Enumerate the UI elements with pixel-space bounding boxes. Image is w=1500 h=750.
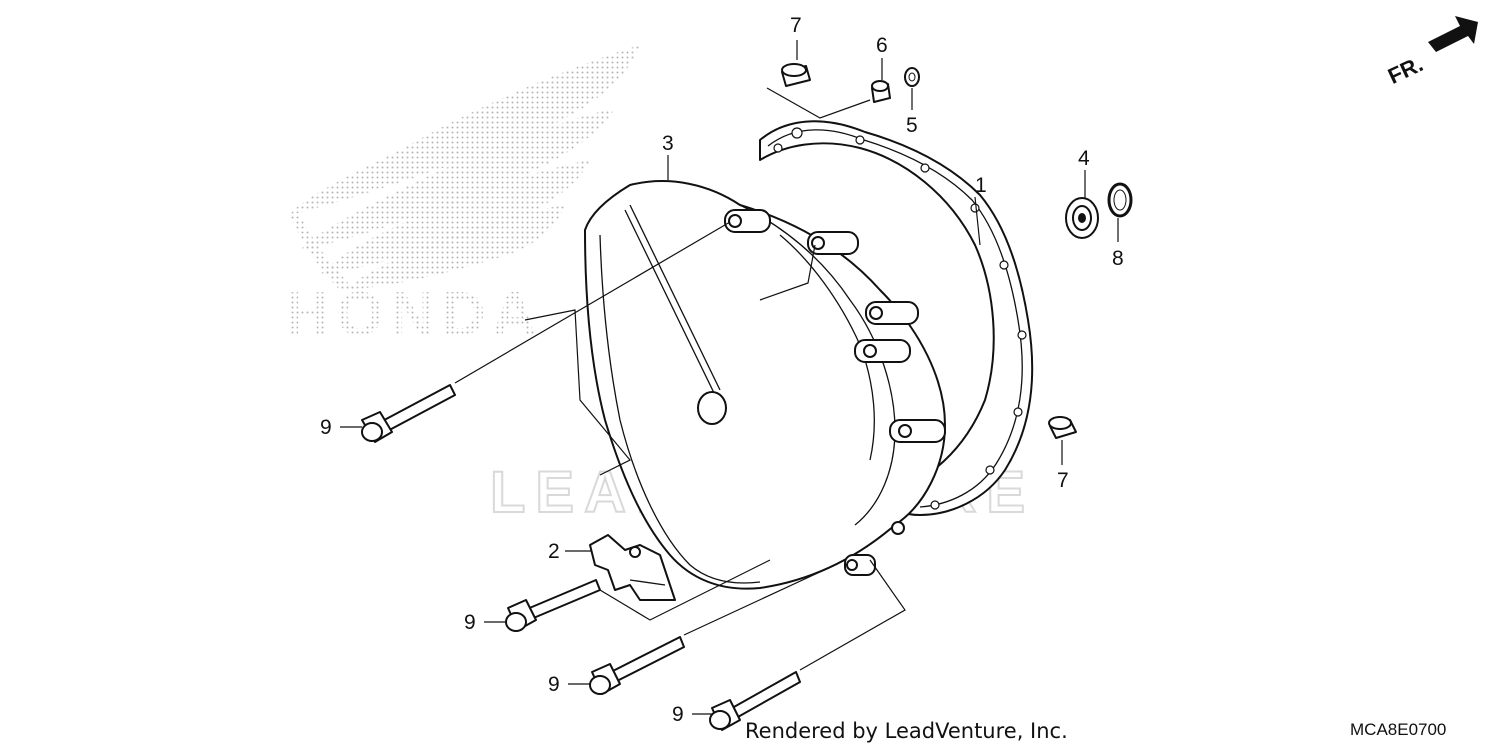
callout-1: 1 xyxy=(975,174,987,197)
callout-8: 8 xyxy=(1112,247,1124,270)
front-direction-label: FR. xyxy=(1384,51,1427,89)
diagram-code: MCA8E0700 xyxy=(1350,720,1446,739)
footer-credit: Rendered by LeadVenture, Inc. xyxy=(745,719,1068,743)
callout-4: 4 xyxy=(1078,147,1090,170)
part-gasket xyxy=(759,120,1034,516)
gasket-bolt-holes xyxy=(773,127,1027,510)
callout-7-right: 7 xyxy=(1057,469,1069,492)
callout-3: 3 xyxy=(662,132,674,155)
callout-6: 6 xyxy=(876,34,888,57)
callout-7-top: 7 xyxy=(790,14,802,37)
part-dowel-top xyxy=(781,63,811,87)
part-dowel-right xyxy=(1048,416,1077,439)
leader-lines xyxy=(340,40,1119,715)
brand-logo-text: HONDA xyxy=(285,280,542,349)
callouts: 1 2 3 4 5 6 7 7 8 9 9 9 9 xyxy=(320,14,1124,726)
front-direction-arrow-icon xyxy=(1428,16,1478,52)
callout-9-lower: 9 xyxy=(548,673,560,696)
part-washer xyxy=(904,67,920,87)
cover-bosses xyxy=(724,209,946,576)
part-bolt-lower xyxy=(589,636,685,695)
part-clip xyxy=(589,534,676,601)
callout-9-upper: 9 xyxy=(320,416,332,439)
part-cover xyxy=(584,180,946,590)
brand-wing-logo xyxy=(290,45,640,290)
callout-9-middle: 9 xyxy=(464,611,476,634)
part-bolt-upper xyxy=(361,384,456,443)
callout-5: 5 xyxy=(906,114,918,137)
part-bolt-bottom xyxy=(709,671,801,731)
callout-2: 2 xyxy=(548,540,560,563)
part-bolt-middle xyxy=(505,579,601,632)
part-circlip xyxy=(1107,182,1133,218)
part-pin xyxy=(871,80,891,103)
callout-9-bottom: 9 xyxy=(672,703,684,726)
part-bearing xyxy=(1065,197,1099,239)
